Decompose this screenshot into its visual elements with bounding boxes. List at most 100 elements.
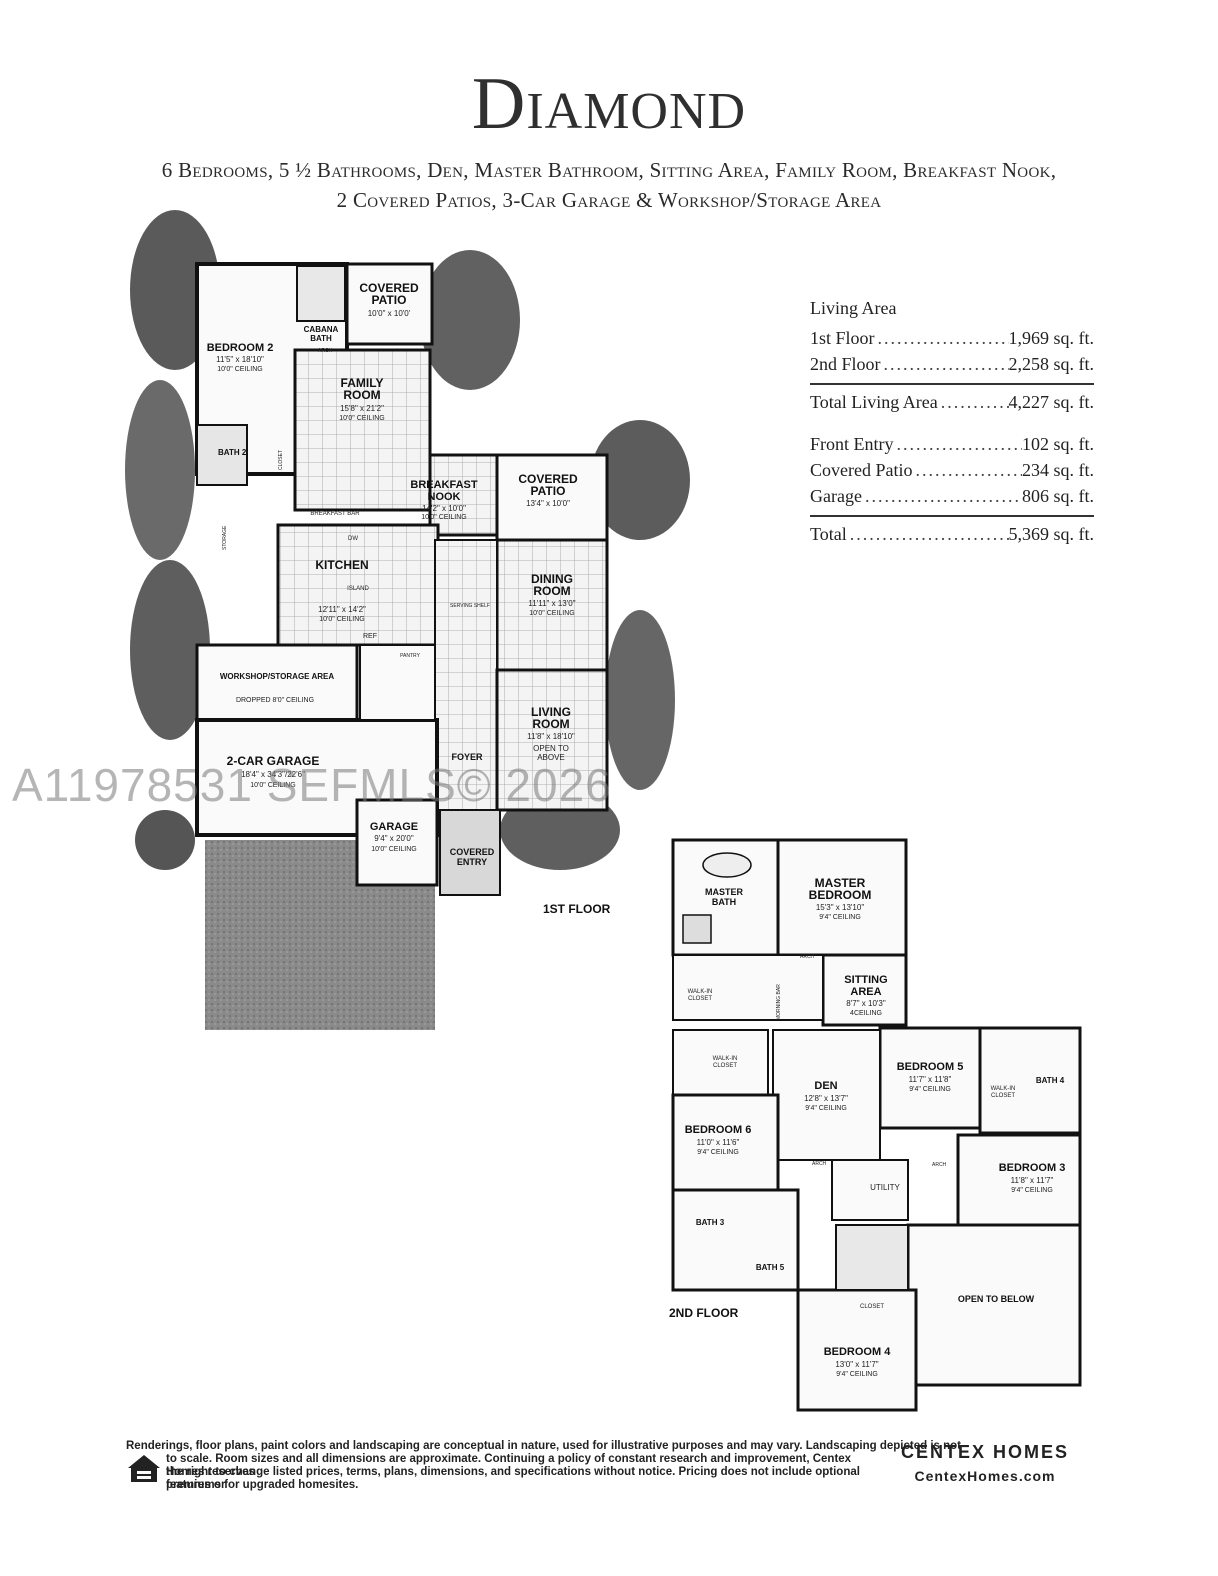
area-value: 2,258 sq. ft. <box>1008 354 1095 374</box>
area-row-garage: Garage..................................… <box>810 483 1094 509</box>
room-label: 2-CAR GARAGE <box>227 754 320 768</box>
room-label: OPEN TO BELOW <box>958 1294 1035 1304</box>
room-ceiling: 9'4" CEILING <box>836 1371 878 1378</box>
room-size: 18'4" x 34'3"/22'6" <box>241 770 305 779</box>
closet-label: WALK-IN <box>713 1056 738 1062</box>
room-label: COVERED <box>359 281 419 295</box>
mls-watermark: A11978531 SEFMLS© 2026 <box>12 759 612 811</box>
room-label: CABANA <box>304 325 339 334</box>
room-size: 12'8" x 13'7" <box>804 1094 848 1103</box>
room-label: PATIO <box>372 293 407 307</box>
room-label: GARAGE <box>370 821 418 833</box>
room-label: ENTRY <box>457 857 487 867</box>
first-floor-labels: COVERED PATIO 10'0" x 10'0' CABANA BATH … <box>207 281 578 867</box>
room-note: OPEN TO <box>533 744 569 753</box>
room-note: ABOVE <box>537 753 565 762</box>
room-size: 11'0" x 11'6" <box>697 1138 740 1147</box>
area-label: Total Living Area <box>810 392 938 412</box>
closet-label: WALK-IN <box>991 1086 1016 1092</box>
room-size: 11'5" x 18'10" <box>216 355 264 364</box>
disclaimer-line-4: premiums for upgraded homesites. <box>166 1479 359 1491</box>
room-size: 14'2" x 10'0" <box>422 504 466 513</box>
second-floor-plan <box>671 838 1082 1412</box>
arch-label: ARCH <box>800 954 815 960</box>
feature-label: PANTRY <box>400 653 420 659</box>
area-row-2nd-floor: 2nd Floor...............................… <box>810 351 1094 377</box>
plan-features-line1: 6 Bedrooms, 5 ½ Bathrooms, Den, Master B… <box>161 158 1057 182</box>
disclaimer-line-3: the right to change listed prices, terms… <box>166 1466 860 1491</box>
room-ceiling: 4CEILING <box>850 1010 882 1017</box>
room-label: BATH 4 <box>1036 1076 1065 1085</box>
room-size: 11'7" x 11'8" <box>909 1075 952 1084</box>
room-size: 11'8" x 11'7" <box>1011 1176 1054 1185</box>
plan-title: Diamond <box>471 63 747 145</box>
room-ceiling: 9'4" CEILING <box>819 914 861 921</box>
area-value: 5,369 sq. ft. <box>1008 524 1095 544</box>
feature-label: REF <box>363 633 377 640</box>
area-value: 102 sq. ft. <box>1022 434 1094 454</box>
room-label: BATH <box>712 897 736 907</box>
closet-label: CLOSET <box>713 1063 737 1069</box>
room-size: 10'0" x 10'0' <box>368 309 411 318</box>
room-ceiling: 10'0" CEILING <box>217 366 262 373</box>
room-label: BEDROOM 4 <box>824 1346 892 1358</box>
room-label: FAMILY <box>341 376 384 390</box>
area-label: Garage <box>810 486 862 506</box>
room-label: SITTING <box>844 974 887 986</box>
builder-logo: CENTEX HOMES <box>900 1442 1070 1462</box>
room-ceiling: DROPPED 8'0" CEILING <box>236 697 314 704</box>
divider <box>810 515 1094 517</box>
room-ceiling: 10'0" CEILING <box>319 616 364 623</box>
room-ceiling: 10'0" CEILING <box>529 610 574 617</box>
room-label: DEN <box>814 1080 837 1092</box>
storage-label: STORAGE <box>222 525 228 550</box>
room-label: NOOK <box>428 491 461 503</box>
room-label: ROOM <box>343 388 380 402</box>
room-label: WORKSHOP/STORAGE AREA <box>220 672 334 681</box>
room-size: 12'11" x 14'2" <box>318 605 366 614</box>
area-row-total: Total..................................5… <box>810 521 1094 547</box>
room-ceiling: 10'0" CEILING <box>250 782 295 789</box>
room-label: BEDROOM <box>809 888 872 902</box>
room-label: AREA <box>850 986 881 998</box>
first-floor-label: 1ST FLOOR <box>543 902 611 916</box>
room-ceiling: 9'4" CEILING <box>805 1105 847 1112</box>
room-label: DINING <box>531 572 573 586</box>
closet-label: WALK-IN <box>688 989 713 995</box>
divider <box>810 383 1094 385</box>
area-value: 1,969 sq. ft. <box>1008 328 1095 348</box>
area-label: Covered Patio <box>810 460 913 480</box>
feature-label: DW <box>348 536 358 542</box>
room-label: BATH 2 <box>218 448 247 457</box>
room-size: 9'4" x 20'0" <box>374 834 414 843</box>
second-floor-labels: MASTER BEDROOM 15'3" x 13'10" 9'4" CEILI… <box>685 876 1066 1378</box>
room-label: KITCHEN <box>315 558 368 572</box>
room-label: UTILITY <box>870 1183 900 1192</box>
feature-label: BREAKFAST BAR <box>310 511 360 517</box>
area-value: 4,227 sq. ft. <box>1008 392 1095 412</box>
landscaping <box>125 210 690 1030</box>
room-ceiling: 9'4" CEILING <box>697 1149 739 1156</box>
area-label: 2nd Floor <box>810 354 881 374</box>
room-label: FOYER <box>451 752 483 762</box>
arch-label: ARCH <box>932 1162 947 1168</box>
room-ceiling: 10'0" CEILING <box>339 415 384 422</box>
room-label: LIVING <box>531 705 571 719</box>
room-ceiling: 9'4" CEILING <box>1011 1187 1053 1194</box>
room-size: 13'4" x 10'0" <box>526 499 570 508</box>
second-floor-label: 2ND FLOOR <box>669 1306 739 1320</box>
room-ceiling: 10'0" CEILING <box>421 514 466 521</box>
room-ceiling: 9'4" CEILING <box>909 1086 951 1093</box>
first-floor-plan <box>195 262 609 896</box>
room-size: 8'7" x 10'3" <box>846 999 886 1008</box>
room-label: MASTER <box>705 887 744 897</box>
area-label: Front Entry <box>810 434 894 454</box>
area-row-front-entry: Front Entry.............................… <box>810 431 1094 457</box>
room-size: 13'0" x 11'7" <box>835 1360 878 1369</box>
plan-features-line2: 2 Covered Patios, 3-Car Garage & Worksho… <box>336 188 882 212</box>
room-label: BEDROOM 6 <box>685 1124 752 1136</box>
arch-label: ARCH <box>812 1161 827 1167</box>
room-label: BEDROOM 3 <box>999 1162 1066 1174</box>
disclaimer-line-1: Renderings, floor plans, paint colors an… <box>126 1440 961 1452</box>
area-label: 1st Floor <box>810 328 875 348</box>
